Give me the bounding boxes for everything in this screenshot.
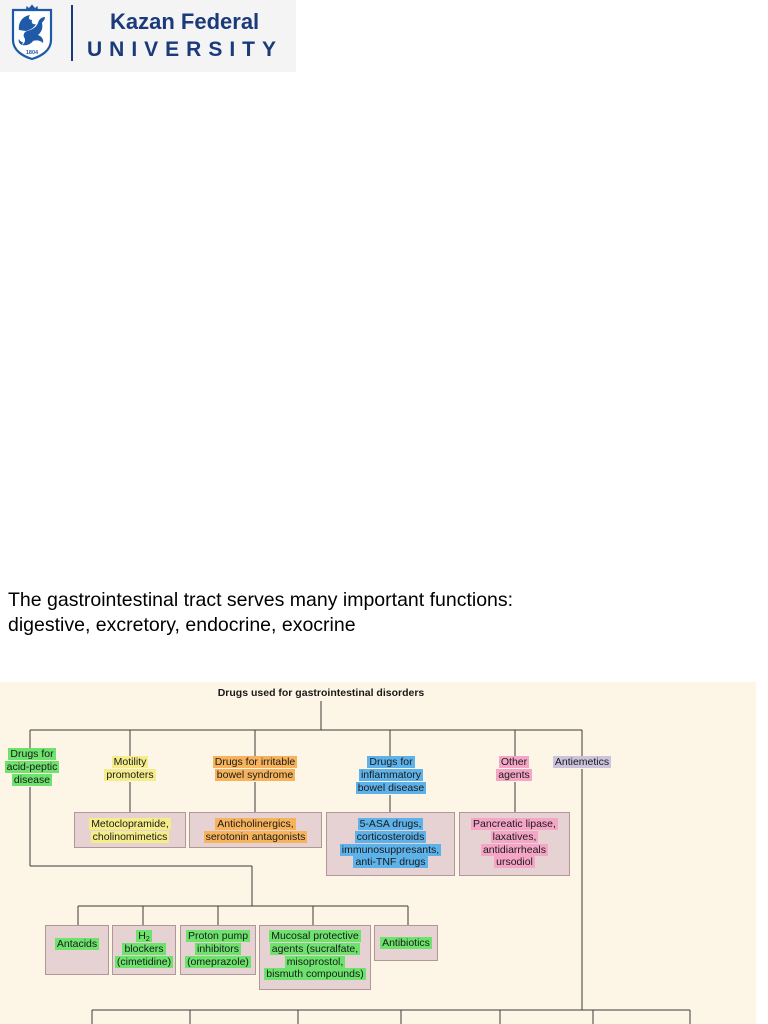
university-logo: 1804 Kazan Federal UNIVERSITY	[0, 0, 296, 72]
drug-box-text: Pancreatic lipase, laxatives, antidiarrh…	[471, 818, 558, 869]
drug-box-text: Metoclopramide, cholinomimetics	[89, 818, 171, 843]
drug-box-text: Antibiotics	[380, 937, 432, 949]
diagram-title: Drugs used for gastrointestinal disorder…	[217, 687, 425, 699]
drug-box-motility: Metoclopramide, cholinomimetics	[74, 812, 186, 848]
category-inflammatory-bowel: Drugs for inflammatory bowel disease	[343, 756, 439, 794]
h2-symbol: H	[138, 930, 146, 942]
drug-box-irritable-bowel: Anticholinergics, serotonin antagonists	[189, 812, 322, 848]
drug-box-text: Anticholinergics, serotonin antagonists	[203, 818, 308, 843]
drug-box-text: Proton pump inhibitors (omeprazole)	[185, 930, 251, 968]
intro-text-line1: The gastrointestinal tract serves many i…	[8, 589, 514, 611]
logo-name-line1: Kazan Federal	[110, 9, 260, 34]
category-label: Drugs for inflammatory bowel disease	[355, 756, 427, 794]
h2-symbol-label: H2	[136, 930, 152, 943]
category-label: Drugs for irritable bowel syndrome	[212, 756, 298, 781]
drug-box-mucosal-protective: Mucosal protective agents (sucralfate, m…	[259, 925, 371, 990]
category-other-agents: Other agents	[489, 756, 539, 782]
h2-subscript: 2	[145, 936, 150, 943]
crest-icon: 1804	[11, 4, 53, 61]
category-motility-promoters: Motility promoters	[88, 756, 172, 782]
drug-box-antibiotics: Antibiotics	[374, 925, 438, 961]
drug-box-inflammatory-bowel: 5-ASA drugs, corticosteroids immunosuppr…	[326, 812, 455, 876]
drug-box-text: blockers (cimetidine)	[114, 942, 174, 968]
drug-box-text: 5-ASA drugs, corticosteroids immunosuppr…	[339, 818, 442, 869]
category-label: Other agents	[496, 756, 532, 781]
drug-box-h2-blockers: H2 blockers (cimetidine)	[112, 925, 176, 975]
category-label: Motility promoters	[104, 756, 156, 781]
logo-divider	[71, 5, 73, 61]
drug-box-proton-pump-inhibitors: Proton pump inhibitors (omeprazole)	[180, 925, 256, 975]
category-irritable-bowel: Drugs for irritable bowel syndrome	[195, 756, 315, 782]
category-acid-peptic: Drugs for acid-peptic disease	[0, 748, 64, 786]
drug-box-text: Antacids	[54, 938, 100, 950]
logo-name-line2: UNIVERSITY	[87, 38, 284, 61]
crest-year: 1804	[26, 50, 39, 56]
category-label: Drugs for acid-peptic disease	[4, 748, 60, 786]
category-label: Antiemetics	[552, 756, 612, 768]
intro-text-line2: digestive, excretory, endocrine, exocrin…	[8, 614, 356, 636]
drug-box-other-agents: Pancreatic lipase, laxatives, antidiarrh…	[459, 812, 570, 876]
category-antiemetics: Antiemetics	[543, 756, 621, 769]
drug-box-antacids: Antacids	[45, 925, 109, 975]
drug-box-text: Mucosal protective agents (sucralfate, m…	[264, 930, 366, 981]
